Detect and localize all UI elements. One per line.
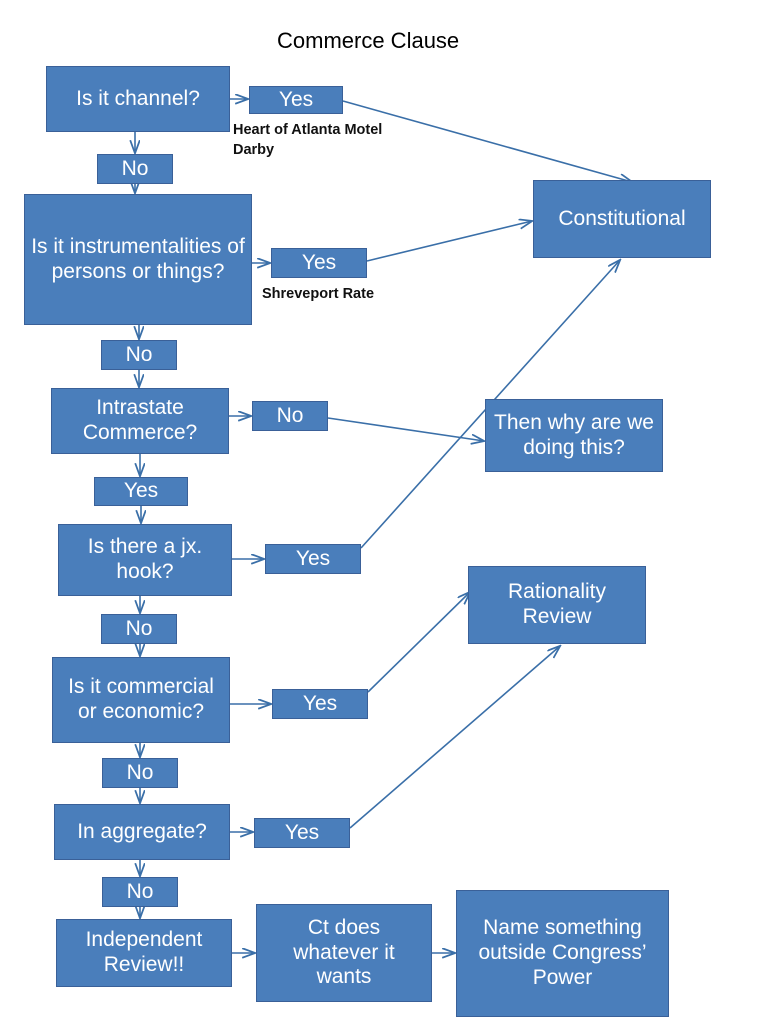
edge-no-intrastate-to-then-why xyxy=(327,417,484,441)
node-is-there-a-jx-hook[interactable]: Is there a jx. hook? xyxy=(58,524,232,596)
node-no-instrumentalities[interactable]: No xyxy=(101,340,177,370)
node-in-aggregate[interactable]: In aggregate? xyxy=(54,804,230,860)
node-is-it-instrumentalities[interactable]: Is it instrumentalities of persons or th… xyxy=(24,194,252,325)
node-then-why-are-we-doing-this[interactable]: Then why are we doing this? xyxy=(485,399,663,472)
node-intrastate-commerce[interactable]: Intrastate Commerce? xyxy=(51,388,229,454)
caption-heart-of-atlanta-darby: Heart of Atlanta Motel Darby xyxy=(233,122,383,158)
edge-yes-instrument-to-constitutional xyxy=(366,221,532,262)
caption-shreveport-rate: Shreveport Rate xyxy=(262,286,375,302)
edge-yes-channel-to-constitutional xyxy=(342,100,632,182)
edge-yes-aggregate-to-rationality xyxy=(349,646,560,829)
node-is-it-commercial-or-economic[interactable]: Is it commercial or economic? xyxy=(52,657,230,743)
node-no-commercial[interactable]: No xyxy=(102,758,178,788)
node-independent-review[interactable]: Independent Review!! xyxy=(56,919,232,987)
node-yes-instrumentalities[interactable]: Yes xyxy=(271,248,367,278)
edge-yes-commercial-to-rationality xyxy=(367,592,470,693)
node-yes-channel[interactable]: Yes xyxy=(249,86,343,114)
node-ct-does-whatever-it-wants[interactable]: Ct does whatever it wants xyxy=(256,904,432,1002)
node-no-jx-hook[interactable]: No xyxy=(101,614,177,644)
node-no-aggregate[interactable]: No xyxy=(102,877,178,907)
node-yes-intrastate[interactable]: Yes xyxy=(94,477,188,506)
node-no-channel[interactable]: No xyxy=(97,154,173,184)
node-yes-aggregate[interactable]: Yes xyxy=(254,818,350,848)
node-yes-jx-hook[interactable]: Yes xyxy=(265,544,361,574)
node-rationality-review[interactable]: Rationality Review xyxy=(468,566,646,644)
page-title: Commerce Clause xyxy=(277,28,460,53)
node-no-intrastate[interactable]: No xyxy=(252,401,328,431)
node-yes-commercial[interactable]: Yes xyxy=(272,689,368,719)
node-constitutional[interactable]: Constitutional xyxy=(533,180,711,258)
node-name-something-outside-congress-power[interactable]: Name something outside Congress’ Power xyxy=(456,890,669,1017)
node-is-it-channel[interactable]: Is it channel? xyxy=(46,66,230,132)
